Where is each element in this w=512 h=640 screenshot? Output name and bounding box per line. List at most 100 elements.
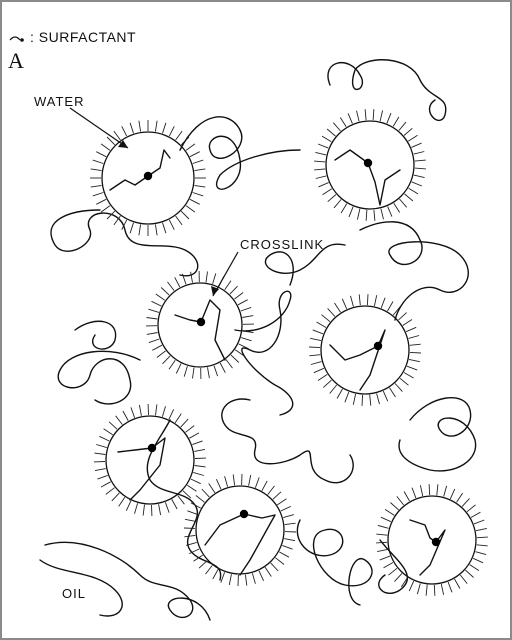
surfactant-tail [214,366,218,376]
surfactant-tail [190,199,200,204]
surfactant-tail [327,129,335,136]
surfactant-tail [381,209,384,220]
surfactant-tail [172,499,177,509]
surfactant-tail [279,552,289,557]
surfactant-tail [411,143,421,147]
surfactant-tail [476,552,487,555]
surfactant-tail [374,295,376,306]
crosslink-point [144,172,152,180]
surfactant-tail [231,355,239,363]
surfactant-tail [335,303,341,312]
surfactant-tail [242,316,253,318]
surfactant-tail [176,364,181,374]
surfactant-tail [390,388,396,397]
surfactant-tail [176,131,183,140]
polymer-chain [58,351,140,404]
surfactant-tail [314,161,325,162]
surfactant-tail [175,414,181,423]
surfactant-tail [213,569,218,579]
surfactant-tail [474,520,484,524]
surfactant-tail [448,582,452,592]
surfactant-tail [249,475,251,486]
surfactant-tail [155,121,157,132]
surfactant-tail [405,194,413,201]
surfactant-tail [316,176,327,179]
surfactant-tail [181,137,189,145]
surfactant-tail [410,344,421,345]
surfactant-tail [388,568,397,575]
surfactant-tail [434,585,435,596]
surfactant-tail [407,366,417,370]
surfactant-tail [404,128,412,135]
surfactant-tail [194,169,205,171]
surfactant-tail [450,489,455,499]
surfactant-tail [380,556,390,560]
surfactant-tail [473,558,483,563]
surfactant-tail [268,486,275,495]
water-droplet-micelle [376,484,488,596]
surfactant-tail [234,293,243,300]
water-droplet-micelle [309,294,421,406]
surfactant-tail [213,273,216,284]
surfactant-tail [193,472,204,475]
surfactant-tail [163,356,171,364]
surfactant-tail [314,169,325,170]
surfactant-tail [221,572,225,582]
crosslink-point [148,444,156,452]
surfactant-tail [94,453,105,454]
surfactant-tail [106,488,115,495]
surfactant-tail [220,363,225,373]
surfactant-tail [281,506,291,511]
surfactant-tail [351,296,354,307]
surfactant-tail [265,567,271,576]
surfactant-tail [169,126,174,136]
surfactant-tail [390,503,398,510]
surfactant-tail [123,411,128,421]
surfactant-tail [460,575,467,584]
surfactant-tail [409,188,418,194]
surfactant-tail [462,498,469,506]
water-droplet-micelle [184,474,296,586]
surfactant-tail [176,216,183,225]
surfactant-tail [345,392,349,402]
surfactant-tail [409,336,420,339]
surfactant-tail [394,203,400,212]
surfactant-tail [130,223,133,234]
surfactant-tail [181,419,189,427]
surfactant-tail [388,206,392,216]
surfactant-tail [97,475,107,479]
polymer-chain [45,542,210,620]
surfactant-tail [367,294,368,305]
surfactant-tail [387,113,391,123]
surfactant-tail [175,277,180,287]
surfactant-tail [415,168,426,169]
surfactant-head-icon [20,38,24,42]
surfactant-tail [409,581,414,591]
surfactant-tail [412,182,422,186]
surfactant-tail [238,300,248,305]
surfactant-tail [328,308,335,316]
surfactant-tail [455,579,460,589]
surfactant-tail [199,561,207,569]
surfactant-tail [184,366,187,377]
surfactant-tail [284,539,295,541]
micelle-boundary [106,416,194,504]
surfactant-tail [245,575,246,586]
polymer-chain [399,398,476,471]
surfactant-tail [149,339,159,343]
surfactant-tail [384,563,394,568]
surfactant-tail [409,359,420,361]
surfactant-tail [252,573,255,584]
surfactant-tail [399,313,407,320]
surfactant-tail [95,469,106,471]
surfactant-tail [441,584,443,595]
surfactant-tail [378,525,389,528]
surfactant-tail [119,497,125,506]
micelles-group [90,109,488,596]
surfactant-tail [362,395,363,406]
surfactant-tail [404,492,409,502]
crosslink-point [197,318,205,326]
surfactant-tail [376,534,387,535]
surfactant-tail [208,367,210,378]
